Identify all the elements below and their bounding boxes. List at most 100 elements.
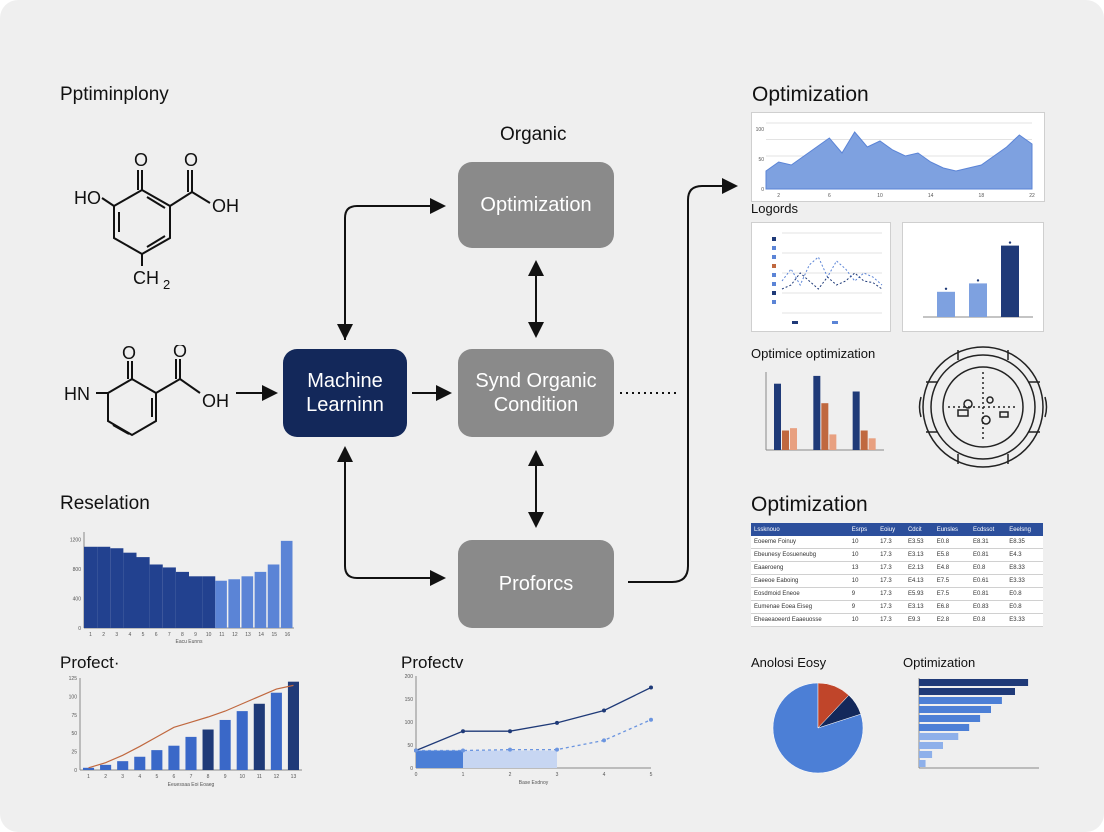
series-line (781, 272, 883, 290)
table-cell: 17.3 (877, 548, 905, 562)
series-line (416, 719, 652, 752)
data-point (461, 729, 465, 734)
table-cell: 13 (848, 561, 878, 575)
small-bar-chart (923, 241, 1033, 318)
y-tick-label: 400 (73, 596, 82, 602)
table-cell: 17.3 (877, 600, 905, 614)
bar (241, 576, 254, 628)
molecule-1-diagram: O O HO OH CH 2 (74, 150, 239, 292)
x-tick-label: 0 (415, 772, 418, 778)
y-tick-label: 1200 (70, 537, 81, 543)
profect-left-title: Profect· (60, 653, 120, 672)
logords-label: Logords (751, 201, 798, 216)
data-point (555, 720, 559, 725)
bar (919, 715, 981, 722)
bar (84, 546, 98, 628)
area-segment (463, 750, 557, 768)
bar (151, 750, 163, 770)
synd-organic-node-label: Synd Organic Condition (475, 370, 597, 416)
table-cell: 10 (848, 548, 878, 562)
table-cell: Ε4.8 (933, 561, 970, 575)
legend-swatch (772, 255, 776, 259)
x-tick-label: 6 (155, 632, 158, 638)
bar (236, 711, 248, 770)
machine-learning-node[interactable]: Machine Learninn (283, 349, 407, 437)
table-cell: Eaeeoe Eaboing (751, 574, 849, 588)
table-header: Ecdssot (969, 523, 1007, 536)
optimization-table: Lssknouo Esrps Eoiuy Cdcit Eunsles Ecdss… (751, 523, 1043, 627)
bar (189, 576, 203, 628)
series-line (415, 686, 652, 752)
logords-line-panel (751, 222, 891, 332)
bar (175, 571, 189, 628)
table-cell: Ebeunesy Eosueneubg (751, 548, 849, 562)
data-label-marker (944, 287, 948, 290)
bar (185, 736, 197, 770)
circular-schematic-diagram (918, 346, 1048, 468)
data-point (508, 729, 512, 734)
bar (852, 391, 860, 450)
x-tick-label: 2 (104, 774, 107, 780)
table-cell: Ε0.8 (1006, 600, 1043, 614)
legend-swatch (772, 291, 776, 295)
x-tick-label: 2 (102, 632, 105, 638)
data-point (414, 748, 418, 753)
organic-label: Organic (500, 124, 567, 145)
x-tick-label: 7 (190, 774, 193, 780)
x-tick-label: 8 (181, 632, 184, 638)
y-tick-label: 0 (761, 187, 764, 193)
table-cell: Ε2.8 (933, 613, 970, 627)
x-tick-label: 11 (257, 774, 262, 780)
table-cell: Ε0.8 (969, 561, 1007, 575)
legend-swatch (772, 300, 776, 304)
reselation-title: Reselation (60, 493, 150, 514)
y-tick-label: 200 (405, 674, 414, 680)
table-header: Lssknouo (751, 523, 849, 536)
x-tick-label: 22 (1029, 193, 1035, 199)
y-tick-label: 100 (69, 694, 78, 700)
data-point (461, 748, 465, 753)
table-cell: 10 (848, 574, 878, 588)
x-tick-label: 5 (155, 774, 158, 780)
bar (919, 679, 1029, 686)
data-point (508, 747, 512, 752)
bar (110, 548, 124, 628)
bar (202, 576, 216, 628)
legend-swatch (772, 273, 776, 277)
y-tick-label: 100 (756, 127, 765, 133)
anolosi-pie-chart (772, 682, 864, 774)
table-cell: Eheaeaoeerd Eaaeuosse (751, 613, 849, 627)
bar (168, 745, 180, 770)
y-tick-label: 0 (74, 768, 77, 774)
table-cell: Ε0.61 (969, 574, 1007, 588)
y-tick-label: 800 (73, 567, 82, 573)
bar (860, 430, 868, 450)
proforcs-node[interactable]: Proforcs (458, 540, 614, 628)
anolosi-title: Anolosi Eosy (751, 655, 827, 670)
bar (919, 733, 959, 740)
x-tick-label: 4 (603, 772, 606, 778)
table-cell: Ε4.3 (1006, 548, 1043, 562)
bar (97, 546, 111, 628)
optimization-node[interactable]: Optimization (458, 162, 614, 248)
bar (136, 557, 150, 628)
legend-swatch (772, 264, 776, 268)
x-tick-label: 6 (173, 774, 176, 780)
bar (228, 579, 240, 628)
x-tick-label: 14 (928, 193, 934, 199)
profect-center-title: Profectv (401, 653, 464, 672)
bar (202, 729, 214, 770)
x-tick-label: 10 (206, 632, 212, 638)
x-tick-label: 13 (245, 632, 251, 638)
synd-organic-node[interactable]: Synd Organic Condition (458, 349, 614, 437)
data-label-marker (1008, 241, 1012, 244)
optimice-grouped-bar-chart (765, 372, 884, 451)
x-tick-label: 4 (129, 632, 132, 638)
bar (868, 438, 876, 450)
y-tick-label: 50 (758, 157, 764, 163)
